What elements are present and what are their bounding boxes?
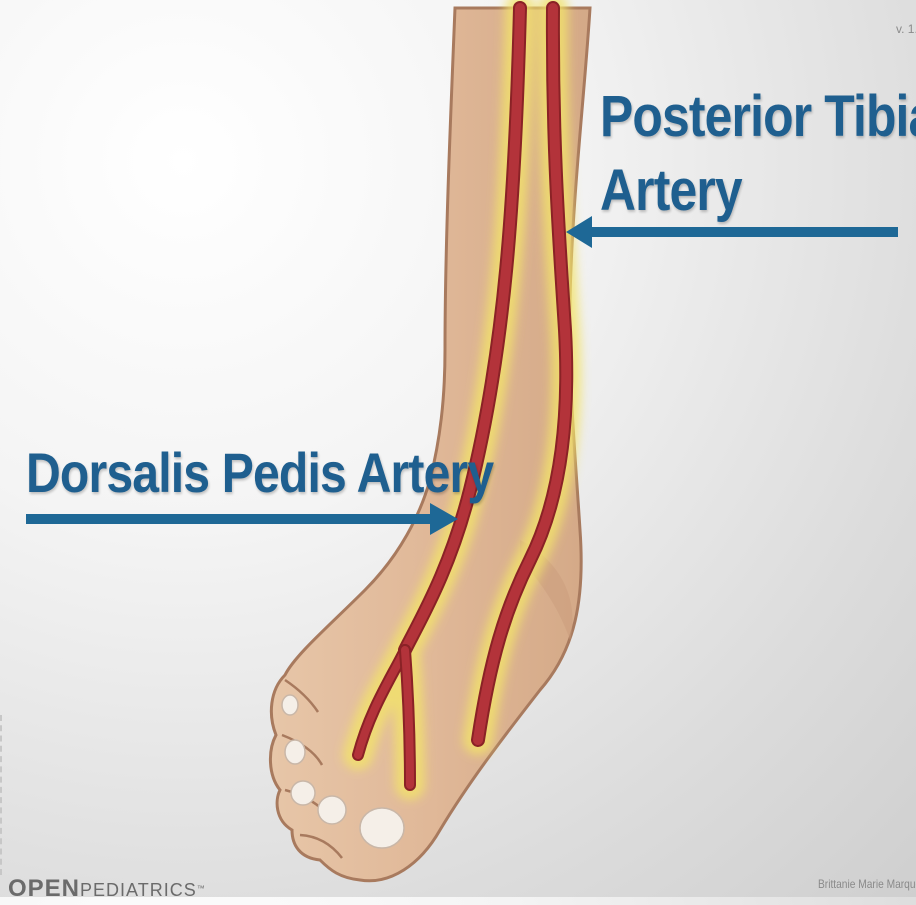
brand-trademark: ™ xyxy=(197,884,206,893)
toenail-1 xyxy=(282,695,298,715)
posterior-tibial-label-line1: Posterior Tibial xyxy=(600,86,916,148)
brand-part1: OPEN xyxy=(8,875,80,902)
toenail-4 xyxy=(318,796,346,824)
brand-logo: OPENPEDIATRICS™ xyxy=(8,874,206,905)
toenail-3 xyxy=(291,781,315,805)
brand-part2: PEDIATRICS xyxy=(80,880,197,900)
left-edge-border xyxy=(0,715,5,875)
dorsalis-pedis-label: Dorsalis Pedis Artery xyxy=(26,443,493,503)
toenail-5 xyxy=(360,808,404,848)
dorsalis-pedis-arrow xyxy=(26,503,458,535)
toenail-2 xyxy=(285,740,305,764)
credit-text: Brittanie Marie Marques xyxy=(818,877,916,891)
posterior-tibial-label-line2: Artery xyxy=(600,160,742,222)
version-text: v. 1.0 xyxy=(896,22,916,36)
